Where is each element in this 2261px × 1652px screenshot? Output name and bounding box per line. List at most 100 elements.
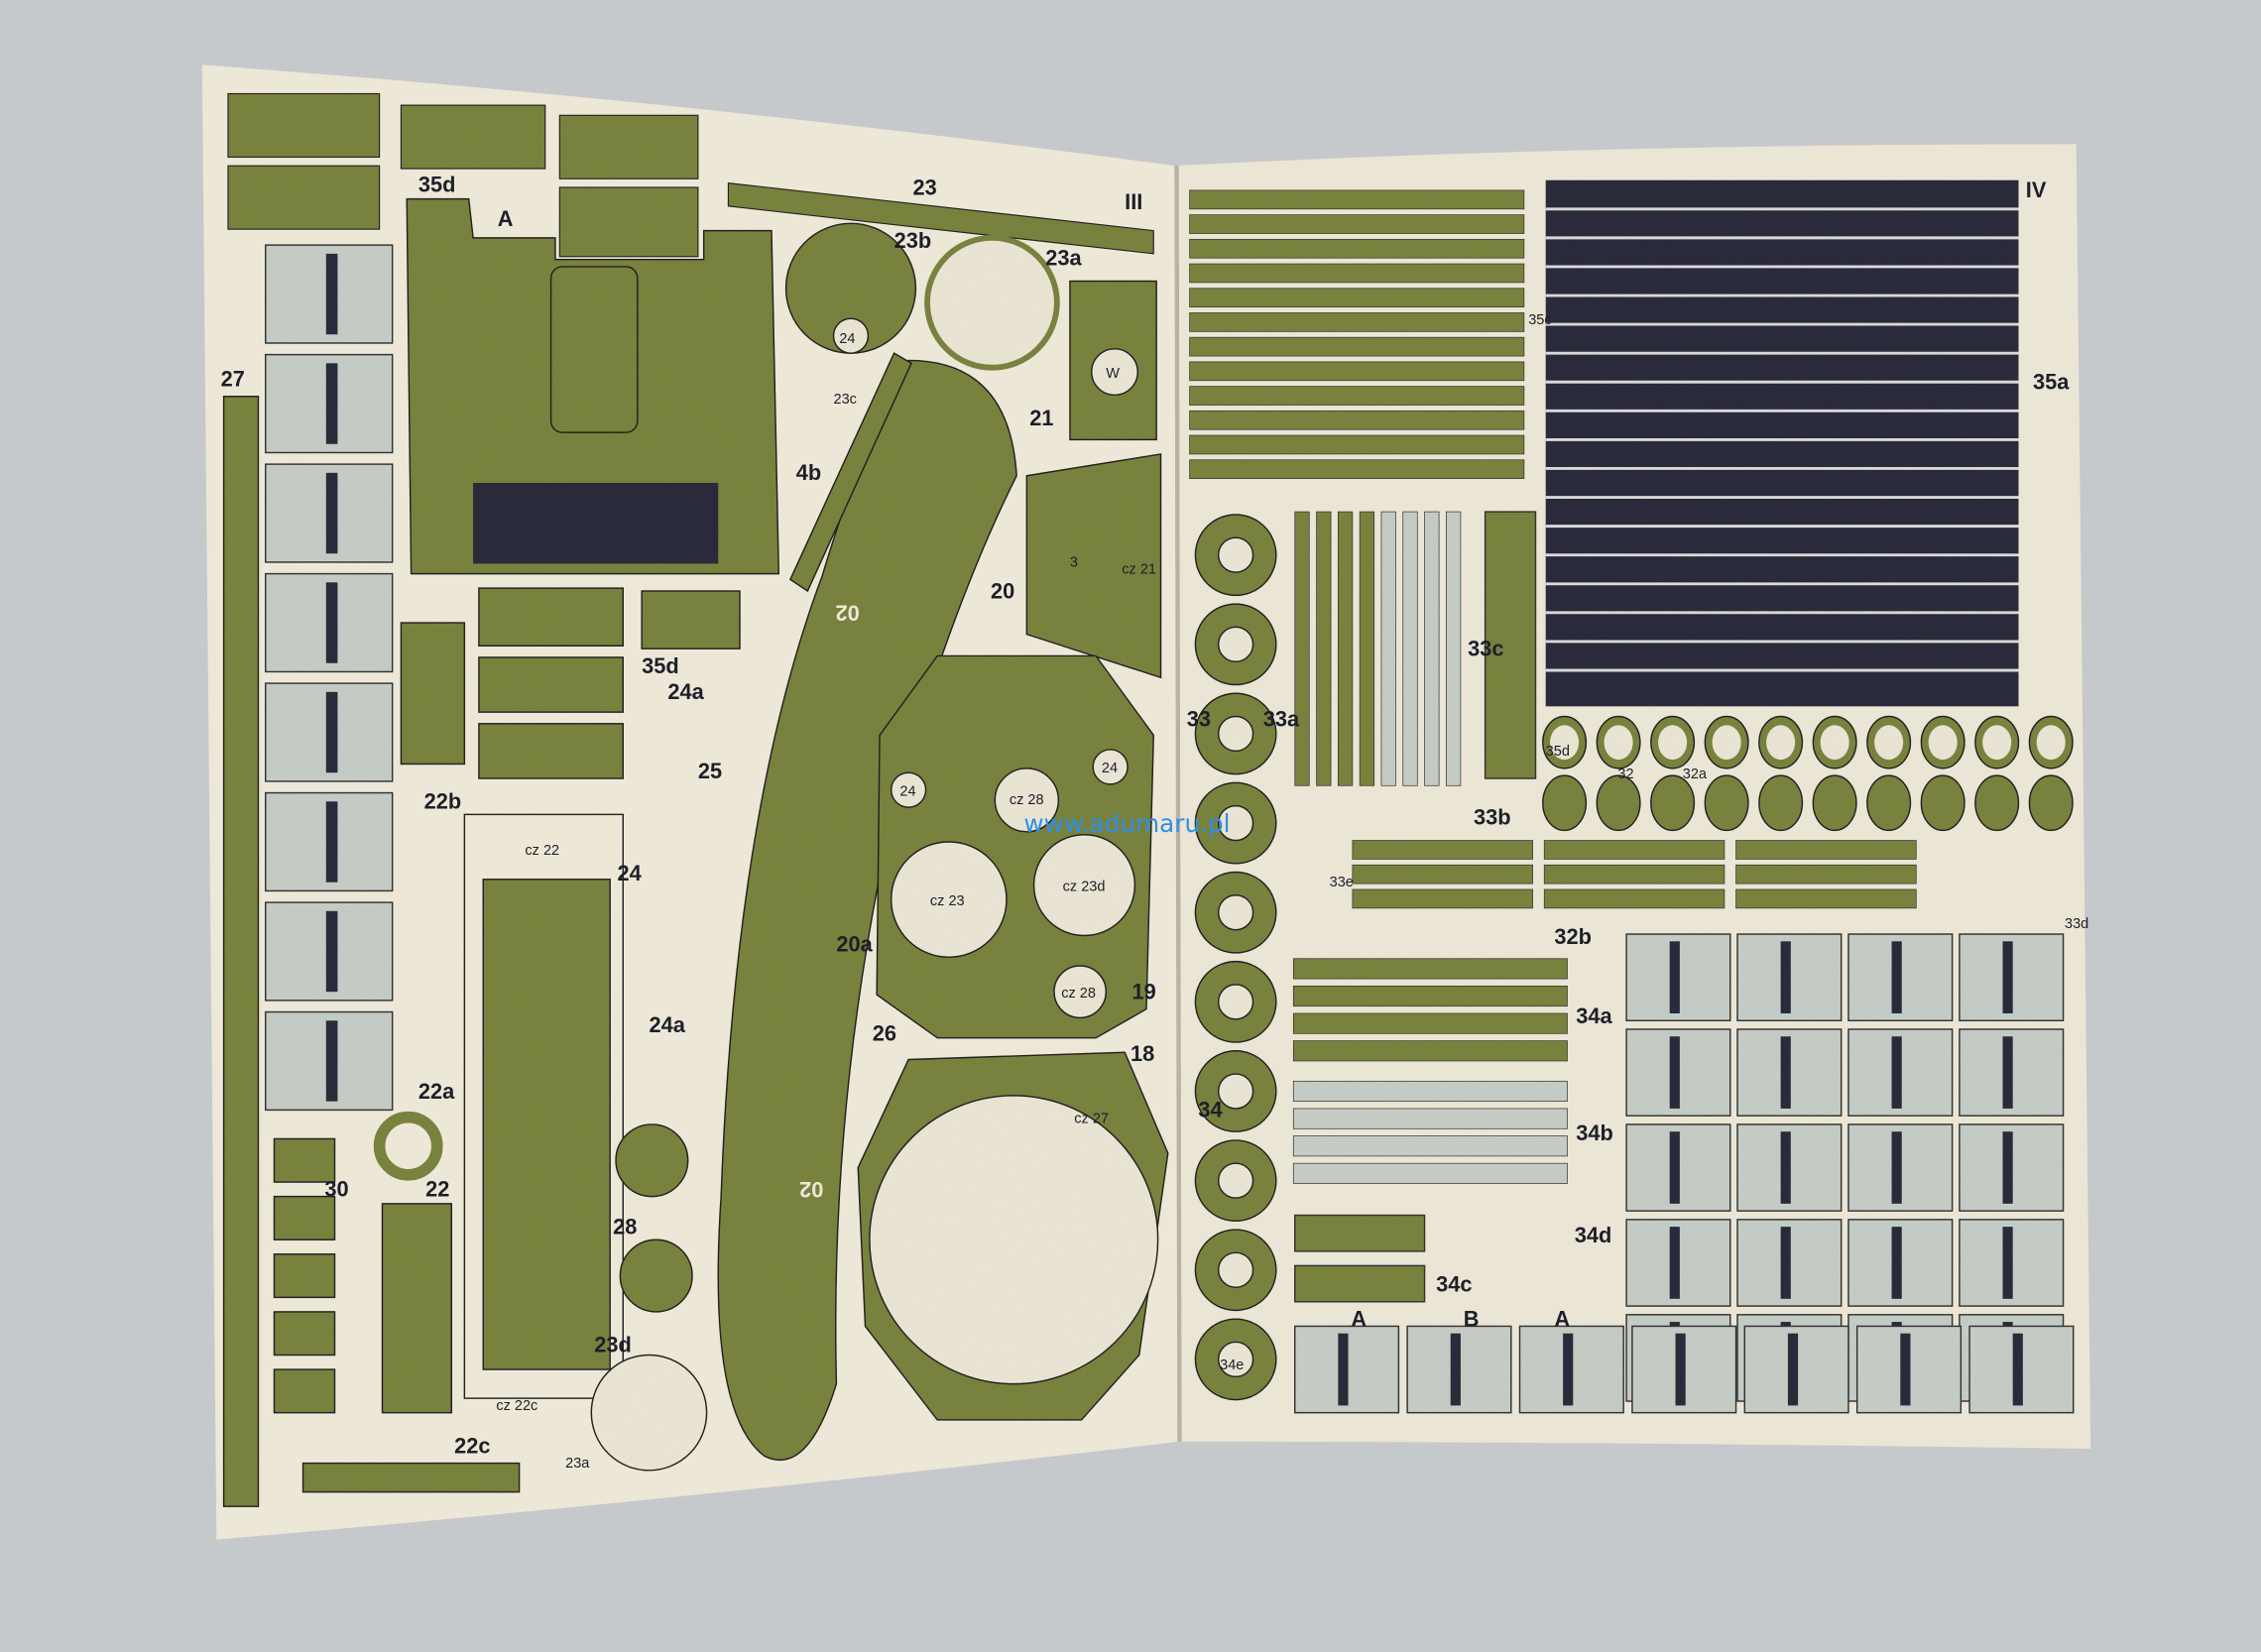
strip-33b — [1424, 511, 1440, 786]
strip-35c — [1189, 386, 1525, 406]
part-34c — [1294, 1214, 1426, 1252]
part-label: 24a — [667, 679, 704, 704]
strip-35c — [1189, 410, 1525, 430]
track-tooth — [1900, 1333, 1911, 1406]
page-fold — [1174, 166, 1182, 1442]
part-label: 22 — [425, 1177, 449, 1202]
link-30 — [273, 1195, 336, 1240]
part-label: 35c — [1528, 312, 1551, 328]
part-label: 35d — [1546, 744, 1570, 760]
wheel-hub — [1217, 536, 1254, 573]
part-label: 23a — [565, 1456, 590, 1472]
track-tooth — [1891, 1036, 1902, 1109]
wheel-32-hole — [2036, 725, 2066, 761]
part-label: 32a — [1683, 767, 1708, 782]
part-label: 23 — [912, 175, 936, 199]
track-tooth — [325, 363, 338, 444]
part-label: 22a — [418, 1079, 455, 1104]
track-tooth — [1780, 1131, 1791, 1204]
strip-34b — [1292, 1135, 1568, 1157]
part-label: 23d — [594, 1333, 632, 1357]
wheel-hub — [1217, 1073, 1254, 1110]
part-label: cz 23 — [930, 893, 965, 909]
part-label: 32 — [1617, 767, 1633, 782]
strip-32b — [1543, 840, 1726, 860]
track-tooth — [1780, 1036, 1791, 1109]
part-label: 33e — [1330, 875, 1354, 890]
track-tooth — [325, 691, 338, 773]
strip-33b — [1359, 511, 1375, 786]
part-22-outline — [463, 813, 625, 1399]
part-label: 24 — [1102, 761, 1118, 776]
track-tooth — [1675, 1333, 1686, 1406]
strip-33c — [1484, 511, 1537, 779]
part-22 — [482, 879, 611, 1370]
circle-cz23 — [890, 841, 1008, 959]
track-tooth — [1669, 1131, 1680, 1204]
part-label: 32b — [1554, 924, 1592, 949]
part-label: 25 — [698, 759, 722, 783]
strip-35c — [1189, 434, 1525, 455]
track-tooth — [325, 801, 338, 883]
part-34c — [1294, 1264, 1426, 1303]
circle-23d — [590, 1354, 708, 1472]
strip-27 — [222, 396, 260, 1507]
circle-24 — [832, 317, 870, 354]
dark-track-sheet — [1545, 179, 2019, 707]
strip-32b — [1735, 864, 1917, 885]
wheel-hub — [1217, 1251, 1254, 1288]
part-label: 24 — [899, 783, 915, 799]
track-tooth — [1780, 1227, 1791, 1299]
hull-top-part-a — [406, 197, 780, 575]
strip-34a — [1292, 958, 1568, 980]
circle-w — [1091, 348, 1138, 397]
track-tooth — [2002, 941, 2013, 1013]
part-label: 24 — [839, 331, 855, 347]
wheel-32a — [1920, 774, 1965, 832]
strip-34a — [1292, 1040, 1568, 1062]
link-30 — [273, 1253, 336, 1299]
part-label: A — [1351, 1306, 1367, 1331]
part-label: W — [1106, 366, 1120, 382]
fender-20a — [717, 359, 1017, 1462]
part-label: 22c — [454, 1433, 490, 1458]
part-20 — [1025, 453, 1162, 679]
track-tooth — [2012, 1333, 2023, 1406]
part-label: 34 — [1198, 1098, 1222, 1122]
wheel-hub — [1217, 894, 1254, 931]
strip-32b — [1543, 864, 1726, 885]
wheel-32-hole — [1928, 725, 1958, 761]
part-label: 23b — [894, 228, 932, 253]
wheel-hub — [1217, 804, 1254, 842]
part-label: cz 23d — [1063, 879, 1106, 894]
wheel-hub — [1217, 1162, 1254, 1199]
part-label: 35a — [2033, 370, 2070, 395]
track-tooth — [2002, 1036, 2013, 1109]
track-tooth — [2002, 1131, 2013, 1204]
wheel-32-hole — [1712, 725, 1741, 761]
wheel-32-hole — [1874, 725, 1904, 761]
part-label: 20 — [991, 578, 1014, 603]
wheel-32a — [1974, 774, 2020, 832]
engine-grille — [473, 483, 719, 564]
ring-22a — [373, 1111, 443, 1181]
wheel-32a — [1704, 774, 1749, 832]
wheel-32a — [1542, 774, 1588, 832]
watermark: www.adumaru.pl — [1023, 809, 1230, 838]
mudguard-4b — [788, 352, 912, 593]
part-label: 30 — [324, 1177, 348, 1202]
track-tooth — [325, 1020, 338, 1102]
strip-35c — [1189, 459, 1525, 480]
strip-32b — [1352, 840, 1533, 860]
strip-33b — [1337, 511, 1354, 786]
circle-cz28 — [994, 767, 1060, 833]
track-tooth — [1563, 1333, 1574, 1406]
page-number-left: III — [1125, 189, 1142, 214]
part-label: A — [498, 206, 514, 231]
circle-cz23d — [1032, 833, 1136, 937]
track-tooth — [2002, 1227, 2013, 1299]
strip-33b — [1294, 511, 1310, 786]
wheel-32-hole — [1820, 725, 1849, 761]
track-tooth — [1891, 1227, 1902, 1299]
part-label: 21 — [1029, 406, 1053, 430]
